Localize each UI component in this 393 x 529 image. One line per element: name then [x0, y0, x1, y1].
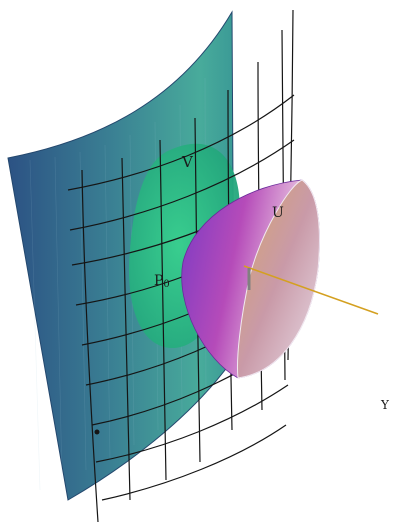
label-y: Y [380, 398, 390, 412]
grid-point-marker [94, 429, 100, 435]
label-u: U [272, 205, 284, 221]
y-axis-line [243, 265, 379, 315]
label-p0: P0 [154, 273, 170, 290]
curved-surface [7, 10, 235, 501]
label-v: V [181, 153, 194, 171]
label-p0-main: P [154, 273, 163, 289]
label-p0-sub: 0 [163, 279, 169, 290]
